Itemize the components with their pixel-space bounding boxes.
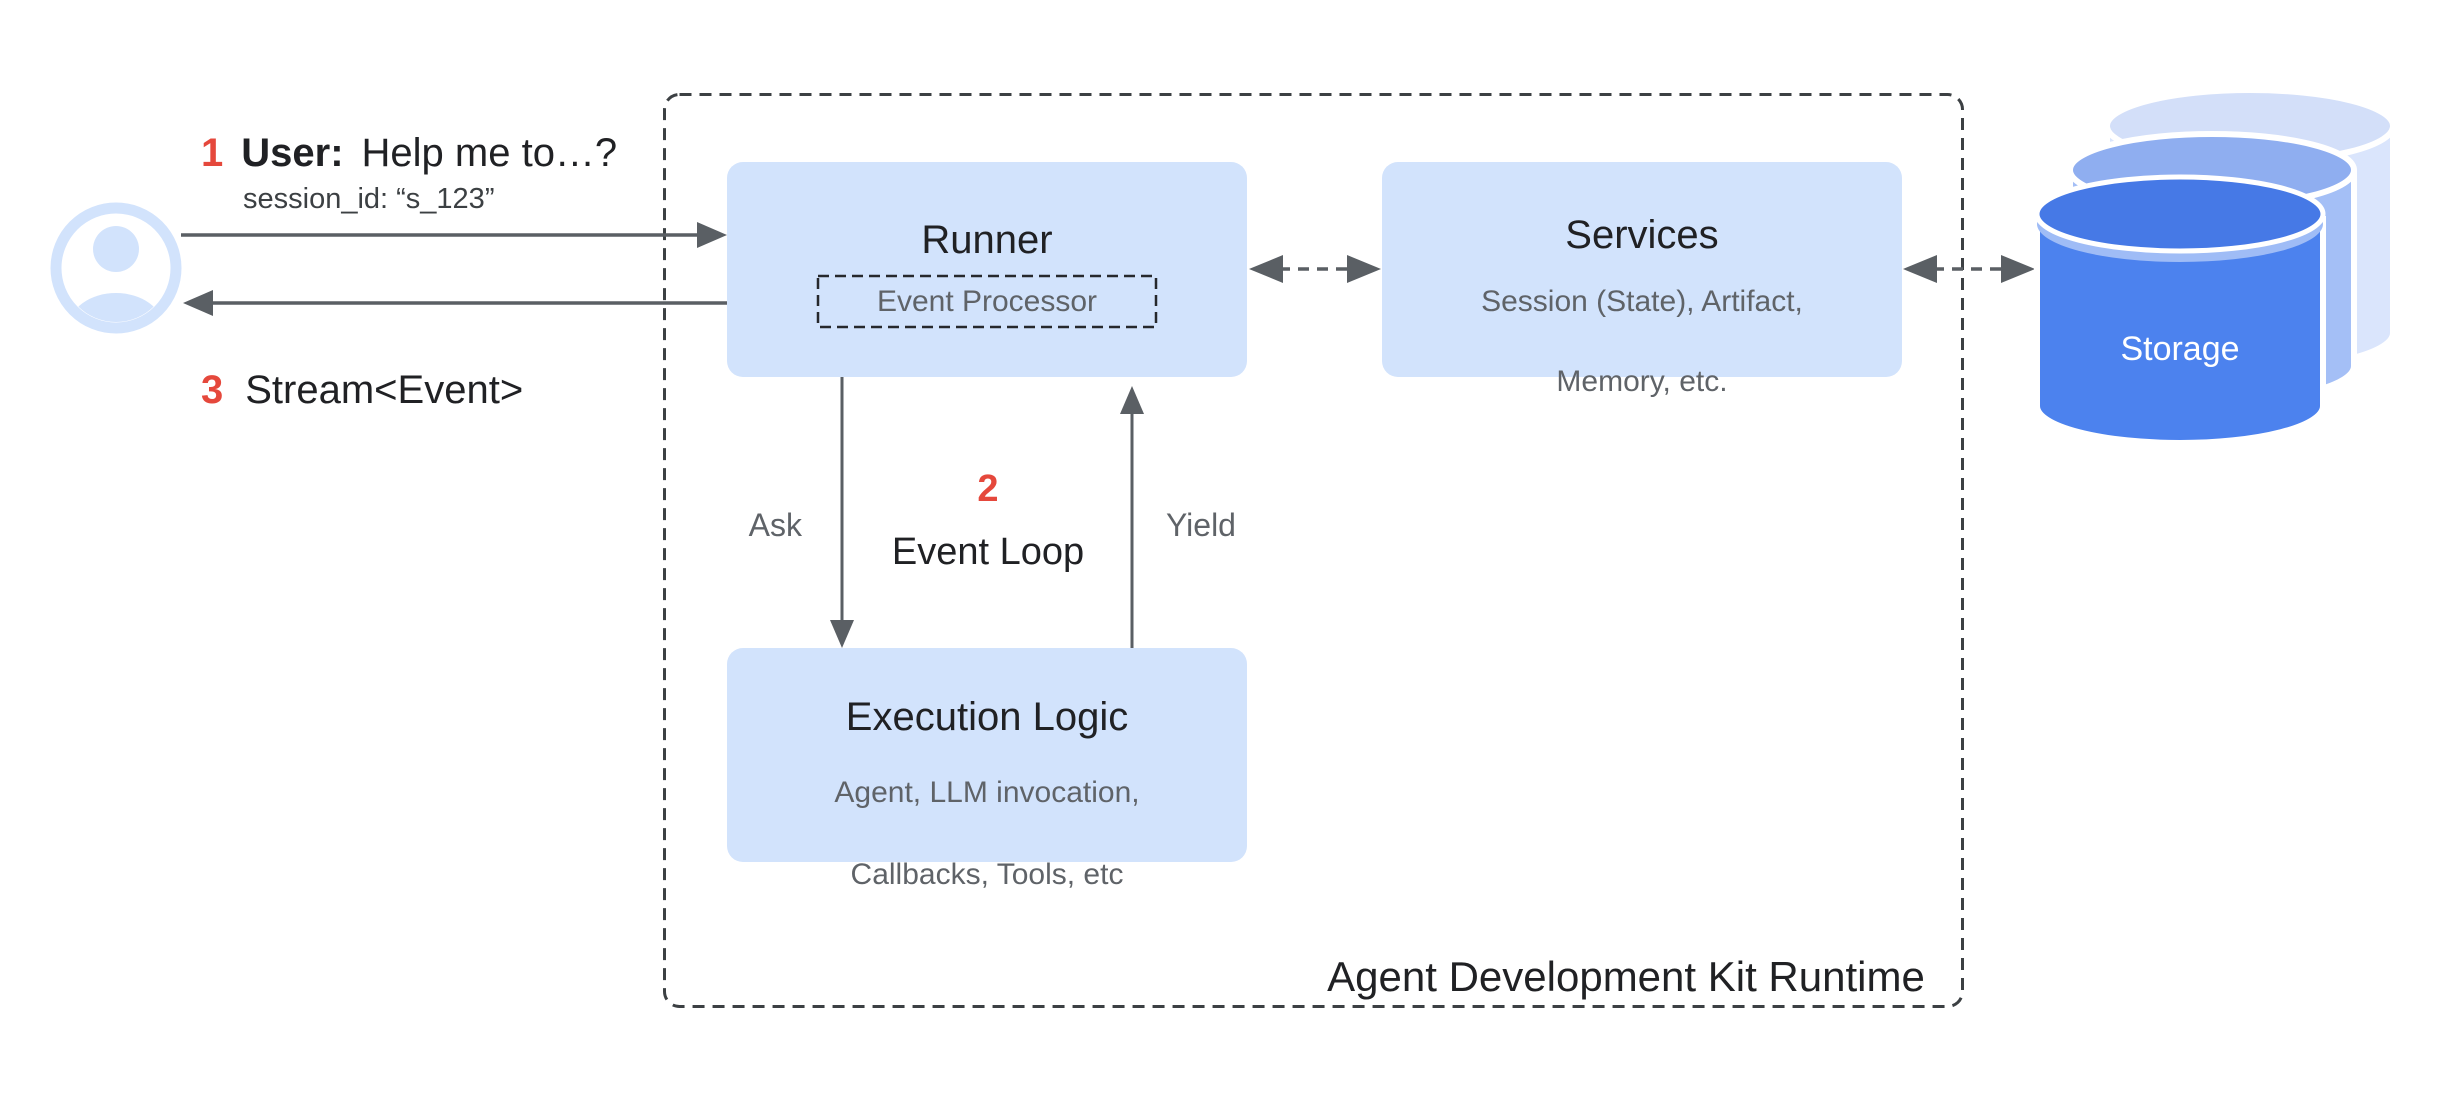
step1-number: 1 — [201, 131, 224, 175]
services-subtitle: Session (State), Artifact, Memory, etc. — [1382, 282, 1902, 402]
database-cylinders-icon — [2034, 87, 2396, 446]
arrow-user-to-runner — [181, 222, 727, 248]
step3-text: Stream<Event> — [245, 368, 524, 412]
user-avatar-icon — [50, 202, 182, 334]
session-id-label: session_id: “s_123” — [243, 183, 495, 215]
execution-logic-title: Execution Logic — [845, 695, 1129, 739]
execution-logic-subtitle-line2: Callbacks, Tools, etc — [850, 858, 1124, 891]
arrow-runner-to-user — [183, 290, 727, 316]
yield-label: Yield — [1166, 507, 1236, 543]
arrow-ask-down — [830, 377, 854, 648]
services-subtitle-line1: Session (State), Artifact, — [1481, 285, 1803, 318]
services-subtitle-line2: Memory, etc. — [1556, 365, 1728, 398]
step3-number: 3 — [201, 368, 224, 412]
arrow-yield-up — [1120, 386, 1144, 648]
storage-label: Storage — [2120, 330, 2240, 368]
event-loop-label: Event Loop — [891, 531, 1085, 573]
runtime-title: Agent Development Kit Runtime — [1327, 953, 1925, 1000]
step1-annotation: 1 User: Help me to…? — [201, 131, 617, 176]
step2-number: 2 — [977, 468, 999, 510]
step1-text: Help me to…? — [361, 131, 618, 175]
runner-title: Runner — [921, 218, 1053, 262]
step3-annotation: 3 Stream<Event> — [201, 368, 523, 413]
execution-logic-subtitle: Agent, LLM invocation, Callbacks, Tools,… — [727, 772, 1247, 895]
step1-speaker: User: — [241, 131, 344, 175]
services-title: Services — [1565, 213, 1719, 257]
arrow-services-storage-dashed — [1903, 255, 2035, 283]
runner-box — [727, 162, 1247, 377]
execution-logic-subtitle-line1: Agent, LLM invocation, — [834, 776, 1140, 809]
arrow-runner-services-dashed — [1249, 255, 1381, 283]
ask-label: Ask — [748, 507, 802, 543]
event-processor-label: Event Processor — [876, 285, 1098, 318]
